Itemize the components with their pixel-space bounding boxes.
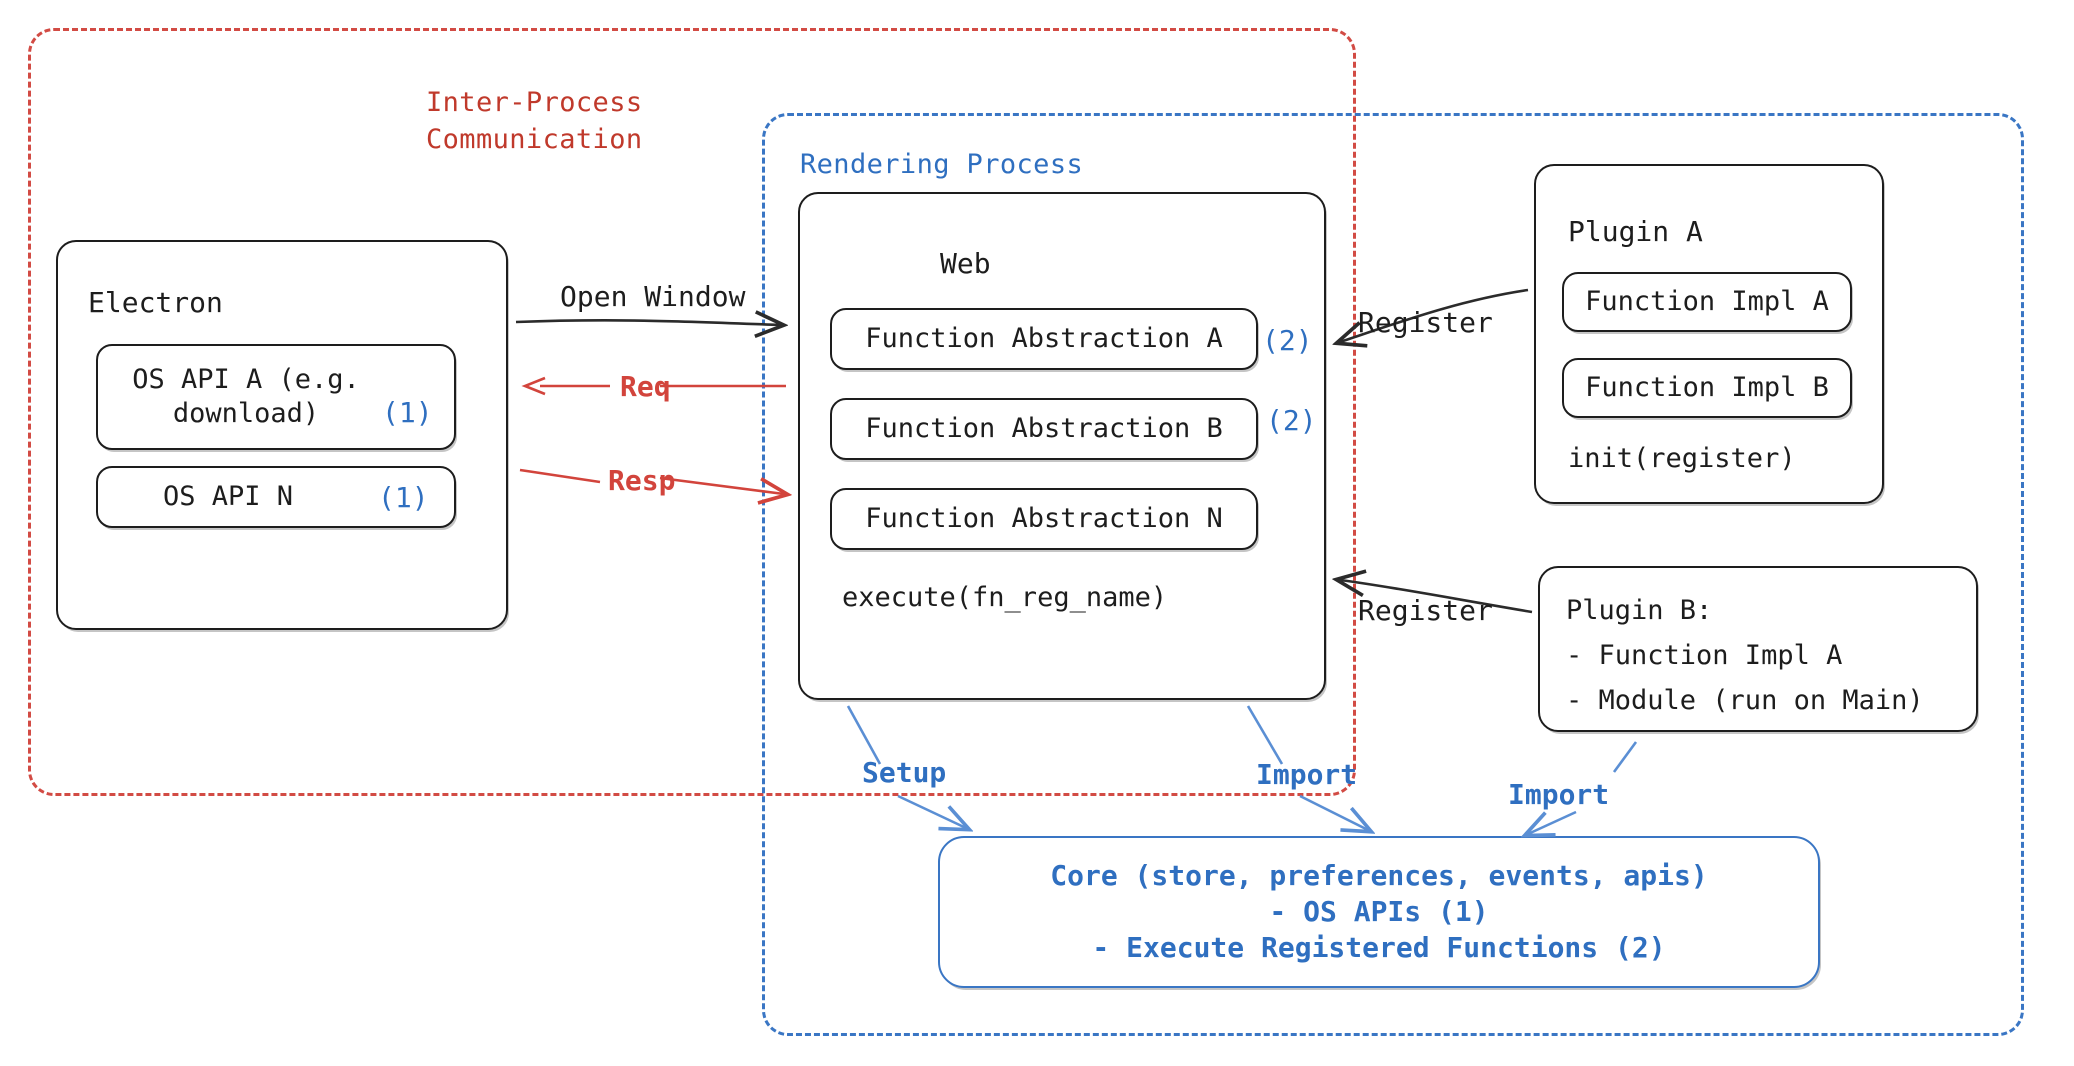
function-abstraction-a-badge: (2)	[1262, 324, 1313, 357]
edge-label-open-window: Open Window	[560, 280, 746, 313]
function-impl-a-label: Function Impl A	[1585, 286, 1829, 318]
os-api-n-badge: (1)	[378, 481, 429, 514]
function-abstraction-n-label: Function Abstraction N	[865, 503, 1223, 535]
node-plugin-a[interactable]	[1534, 164, 1884, 504]
group-label-ipc: Inter-Process Communication	[426, 87, 643, 156]
node-function-abstraction-n[interactable]	[830, 488, 1258, 550]
edge-label-register-a: Register	[1358, 306, 1493, 339]
edge-label-import-web: Import	[1256, 758, 1358, 791]
web-execute-label: execute(fn_reg_name)	[842, 582, 1168, 613]
os-api-n-label: OS API N	[162, 481, 294, 513]
core-line-3: - Execute Registered Functions (2)	[1092, 931, 1666, 964]
node-os-api-a[interactable]	[96, 344, 456, 450]
os-api-a-badge: (1)	[382, 396, 433, 429]
node-os-api-n[interactable]	[96, 466, 456, 528]
group-inter-process-communication	[28, 28, 1356, 796]
plugin-a-title: Plugin A	[1568, 215, 1703, 248]
plugin-b-line-3: - Module (run on Main)	[1566, 685, 1924, 716]
function-impl-b-label: Function Impl B	[1585, 372, 1829, 404]
group-label-rendering-process: Rendering Process	[800, 149, 1084, 180]
os-api-a-label: OS API A (e.g. download)	[132, 364, 360, 429]
edge-label-setup: Setup	[862, 756, 947, 789]
node-plugin-b[interactable]	[1538, 566, 1978, 732]
node-core[interactable]	[938, 836, 1820, 988]
edge-label-req: Req	[620, 370, 671, 403]
node-function-abstraction-b[interactable]	[830, 398, 1258, 460]
electron-title: Electron	[88, 286, 223, 319]
edge-label-resp: Resp	[608, 464, 676, 497]
web-title: Web	[940, 247, 991, 280]
node-function-abstraction-a[interactable]	[830, 308, 1258, 370]
function-abstraction-b-label: Function Abstraction B	[865, 413, 1223, 445]
core-line-2: - OS APIs (1)	[1269, 895, 1489, 928]
function-abstraction-b-badge: (2)	[1266, 404, 1317, 437]
plugin-b-line-1: Plugin B:	[1566, 595, 1713, 626]
plugin-b-line-2: - Function Impl A	[1566, 640, 1843, 671]
edge-label-import-plugin: Import	[1508, 778, 1610, 811]
node-function-impl-a[interactable]	[1562, 272, 1852, 332]
function-abstraction-a-label: Function Abstraction A	[865, 323, 1223, 355]
plugin-a-init-label: init(register)	[1568, 443, 1796, 474]
group-rendering-process	[762, 113, 2024, 1036]
core-line-1: Core (store, preferences, events, apis)	[1050, 859, 1708, 892]
node-function-impl-b[interactable]	[1562, 358, 1852, 418]
edge-label-register-b: Register	[1358, 594, 1493, 627]
